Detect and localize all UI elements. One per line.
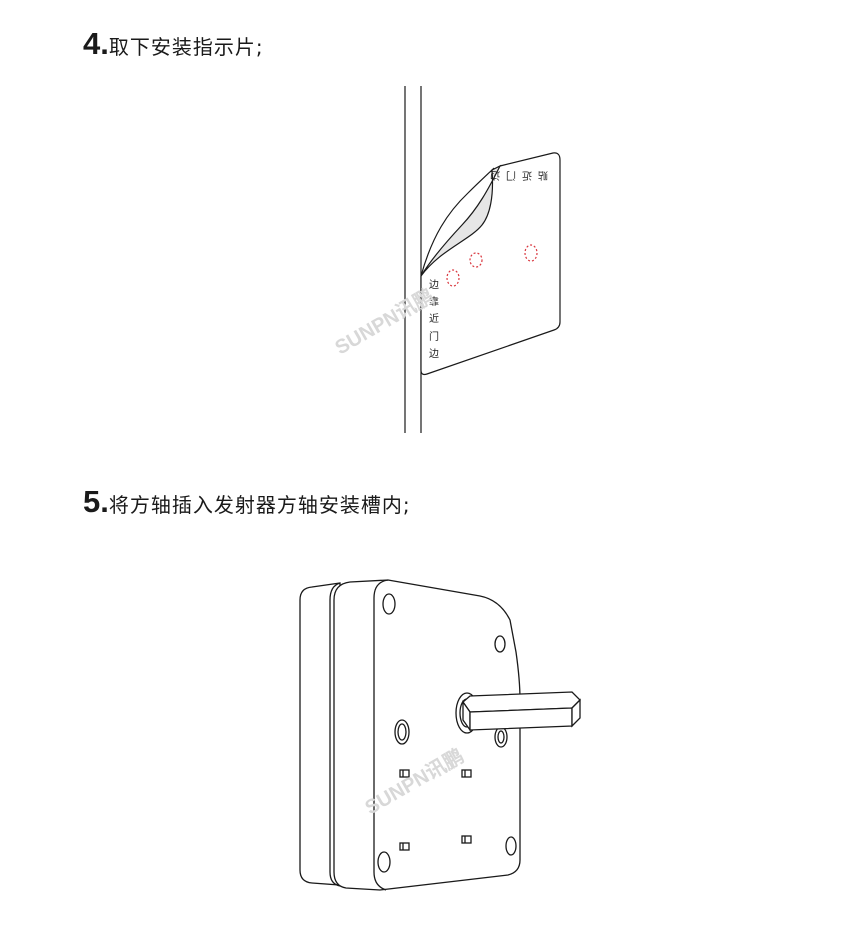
figure-door-sheet [404,86,561,433]
slot [461,769,472,778]
sheet-body [420,152,561,376]
front-housing [333,579,521,891]
boss-inner [497,730,505,744]
mark-circle [469,252,483,268]
sheet-label-flipped: 贴 近 门 边 [490,169,548,182]
step-4-heading: 4.取下安装指示片; [83,26,264,62]
label-char: 边 [429,279,439,291]
slot [461,835,472,844]
label-char: 边 [490,169,500,181]
step-number: 4 [83,26,101,61]
slot [399,842,410,851]
sheet-label-vertical: 边 靠 近 门 边 [429,279,439,360]
step-5-heading: 5.将方轴插入发射器方轴安装槽内; [83,484,411,520]
label-char: 近 [522,169,532,182]
step-dot: . [100,26,109,61]
label-char: 贴 [538,169,548,182]
mark-circle [524,244,538,262]
mark-circle [446,269,460,287]
step-text: 将方轴插入发射器方轴安装槽内; [108,493,411,517]
label-char: 靠 [429,295,439,308]
boss [394,719,410,745]
curl-edge [420,167,495,277]
label-char: 边 [429,348,439,360]
step-dot: . [100,484,109,519]
boss-inner [397,723,407,741]
figure-transmitter [299,579,581,891]
step-number: 5 [83,484,101,519]
step-text: 取下安装指示片; [108,35,264,59]
slot [399,769,410,778]
screw-hole [494,635,506,653]
label-char: 门 [506,169,516,182]
screw-hole [382,593,396,615]
side-edge [329,582,341,887]
shaft-front [469,707,573,731]
peeled-corner [420,164,502,277]
label-char: 门 [429,330,439,343]
shaft-end [571,698,581,728]
screw-hole [377,851,391,873]
label-char: 近 [429,312,439,325]
front-bevel [373,579,389,891]
screw-hole [505,836,517,856]
